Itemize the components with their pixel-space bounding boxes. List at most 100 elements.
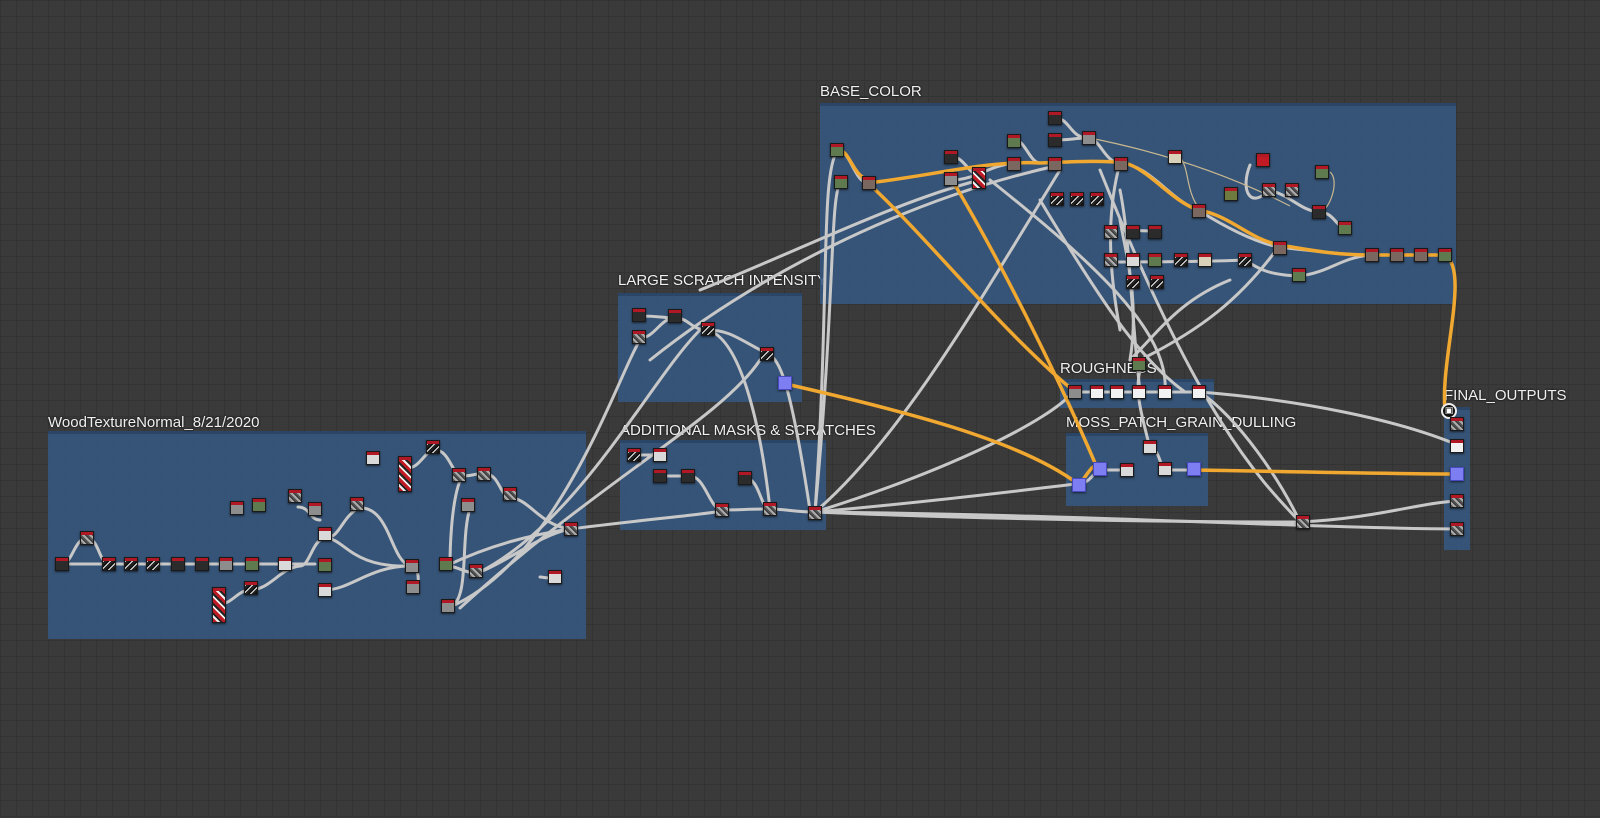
node[interactable] xyxy=(1090,385,1104,399)
node[interactable] xyxy=(1174,253,1188,267)
node[interactable] xyxy=(1390,248,1404,262)
node[interactable] xyxy=(1048,133,1062,147)
node[interactable] xyxy=(318,583,332,597)
node[interactable] xyxy=(318,527,332,541)
node[interactable] xyxy=(632,330,646,344)
node[interactable] xyxy=(461,498,475,512)
node[interactable] xyxy=(1262,183,1276,197)
node[interactable] xyxy=(278,557,292,571)
node[interactable] xyxy=(1285,183,1299,197)
node[interactable] xyxy=(477,467,491,481)
node[interactable] xyxy=(1192,385,1206,399)
node[interactable] xyxy=(171,557,185,571)
node[interactable] xyxy=(1273,241,1287,255)
node[interactable] xyxy=(1414,248,1428,262)
node[interactable] xyxy=(1168,150,1182,164)
node[interactable] xyxy=(1187,462,1201,476)
node[interactable] xyxy=(452,468,466,482)
node[interactable] xyxy=(230,501,244,515)
node[interactable] xyxy=(564,522,578,536)
node[interactable] xyxy=(1158,385,1172,399)
node[interactable] xyxy=(1238,253,1252,267)
node[interactable] xyxy=(632,308,646,322)
node[interactable] xyxy=(627,448,641,462)
node[interactable] xyxy=(102,557,116,571)
node[interactable] xyxy=(1114,157,1128,171)
node[interactable] xyxy=(1070,192,1084,206)
node[interactable] xyxy=(834,175,848,189)
node[interactable] xyxy=(1007,134,1021,148)
node[interactable] xyxy=(1256,153,1270,167)
node[interactable] xyxy=(80,531,94,545)
node[interactable] xyxy=(668,309,682,323)
node[interactable] xyxy=(944,150,958,164)
node[interactable] xyxy=(701,322,715,336)
node[interactable] xyxy=(1072,478,1086,492)
output-node[interactable] xyxy=(1450,467,1464,481)
node[interactable] xyxy=(146,557,160,571)
node[interactable] xyxy=(808,506,822,520)
node[interactable] xyxy=(219,557,233,571)
node[interactable] xyxy=(1126,225,1140,239)
node[interactable] xyxy=(252,498,266,512)
node[interactable] xyxy=(1192,204,1206,218)
node[interactable] xyxy=(1048,111,1062,125)
node[interactable] xyxy=(715,503,729,517)
node[interactable] xyxy=(245,557,259,571)
node[interactable] xyxy=(738,471,752,485)
node[interactable] xyxy=(1068,385,1082,399)
node[interactable] xyxy=(1120,463,1134,477)
node[interactable] xyxy=(681,469,695,483)
node[interactable] xyxy=(1315,165,1329,179)
node[interactable] xyxy=(406,580,420,594)
node[interactable] xyxy=(469,564,483,578)
node[interactable] xyxy=(1438,248,1452,262)
node[interactable] xyxy=(195,557,209,571)
node[interactable] xyxy=(1158,462,1172,476)
node[interactable] xyxy=(405,559,419,573)
node[interactable] xyxy=(1198,253,1212,267)
node[interactable] xyxy=(1093,462,1107,476)
node[interactable] xyxy=(1148,225,1162,239)
node[interactable] xyxy=(1126,253,1140,267)
node[interactable] xyxy=(653,448,667,462)
node[interactable] xyxy=(1050,192,1064,206)
node[interactable] xyxy=(426,440,440,454)
node[interactable] xyxy=(350,497,364,511)
node[interactable] xyxy=(1048,157,1062,171)
node[interactable] xyxy=(288,489,302,503)
output-node[interactable] xyxy=(1450,494,1464,508)
node[interactable] xyxy=(124,557,138,571)
node[interactable] xyxy=(653,469,667,483)
node[interactable] xyxy=(244,581,258,595)
node[interactable] xyxy=(760,347,774,361)
node[interactable] xyxy=(1338,221,1352,235)
node[interactable] xyxy=(944,172,958,186)
node[interactable] xyxy=(441,599,455,613)
node[interactable] xyxy=(308,502,322,516)
frame-wood-texture-normal[interactable] xyxy=(48,431,586,639)
output-node[interactable] xyxy=(1450,417,1464,431)
output-node[interactable] xyxy=(1450,439,1464,453)
node[interactable] xyxy=(1007,157,1021,171)
node[interactable] xyxy=(1292,268,1306,282)
node[interactable] xyxy=(1148,253,1162,267)
node[interactable] xyxy=(1090,192,1104,206)
node[interactable] xyxy=(1132,385,1146,399)
node[interactable] xyxy=(1312,205,1326,219)
node[interactable] xyxy=(830,143,844,157)
node[interactable] xyxy=(763,502,777,516)
node[interactable] xyxy=(548,570,562,584)
node[interactable] xyxy=(1132,357,1146,371)
node[interactable] xyxy=(1365,248,1379,262)
node[interactable] xyxy=(862,176,876,190)
node[interactable] xyxy=(1126,275,1140,289)
node[interactable] xyxy=(366,451,380,465)
node[interactable] xyxy=(1150,275,1164,289)
node[interactable] xyxy=(318,558,332,572)
node[interactable] xyxy=(1224,187,1238,201)
output-node[interactable] xyxy=(778,376,792,390)
node[interactable] xyxy=(1296,515,1310,529)
node[interactable] xyxy=(212,587,226,623)
